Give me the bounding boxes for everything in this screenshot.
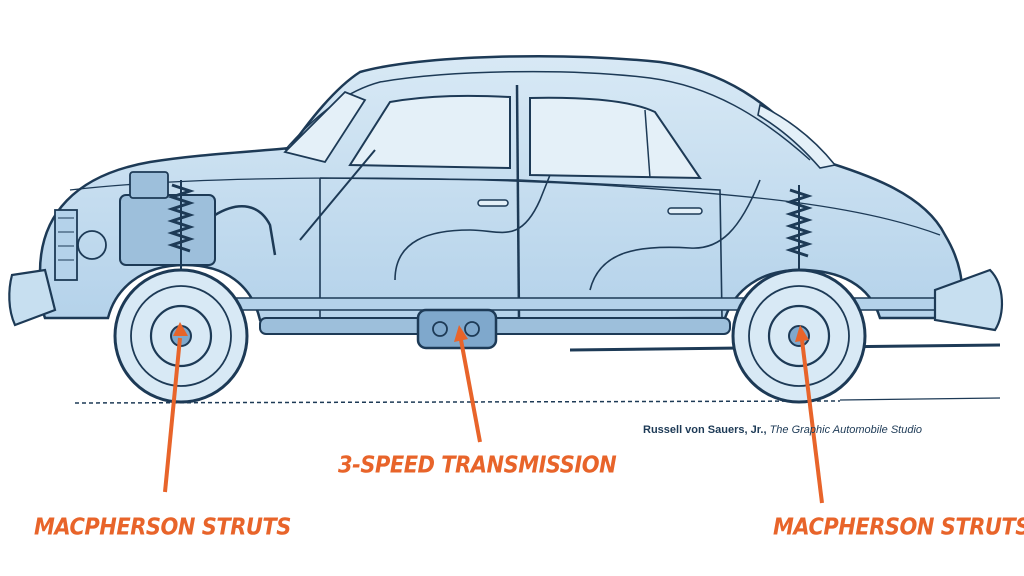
- artist-credit: Russell von Sauers, Jr., The Graphic Aut…: [643, 424, 922, 436]
- credit-author: Russell von Sauers, Jr.,: [643, 424, 767, 436]
- front-door-handle: [477, 199, 509, 207]
- rear-seat: [589, 179, 761, 291]
- macpherson-struts-label-right: MACPHERSON STRUTS: [773, 513, 1024, 540]
- b-pillar: [515, 84, 521, 321]
- callout-pointers: [163, 322, 824, 504]
- right-strut-pointer: [800, 339, 824, 504]
- window-divider: [644, 109, 651, 179]
- rear-bumper: [933, 268, 1004, 332]
- rear-window: [757, 103, 837, 169]
- macpherson-struts-label-left: MACPHERSON STRUTS: [34, 513, 291, 540]
- rear-door: [518, 179, 723, 319]
- front-side-window: [348, 94, 511, 170]
- front-bumper: [8, 268, 57, 327]
- windshield: [283, 90, 367, 164]
- transmission-pointer: [459, 339, 482, 443]
- engine: [54, 171, 277, 281]
- transmission-arrowhead: [454, 325, 468, 342]
- ground-line: [74, 400, 841, 404]
- rear-side-window: [529, 96, 702, 180]
- right-strut-arrowhead: [795, 325, 809, 342]
- belt-line: [69, 177, 941, 236]
- transmission-label: 3-SPEED TRANSMISSION: [338, 451, 617, 478]
- steering-column: [299, 149, 376, 241]
- front-seat: [394, 174, 551, 281]
- transmission: [416, 308, 498, 350]
- rear-door-handle: [667, 207, 703, 215]
- ground-line-right: [839, 397, 1001, 401]
- left-strut-arrowhead: [173, 322, 188, 336]
- credit-studio: The Graphic Automobile Studio: [769, 424, 923, 436]
- left-strut-pointer: [163, 337, 182, 493]
